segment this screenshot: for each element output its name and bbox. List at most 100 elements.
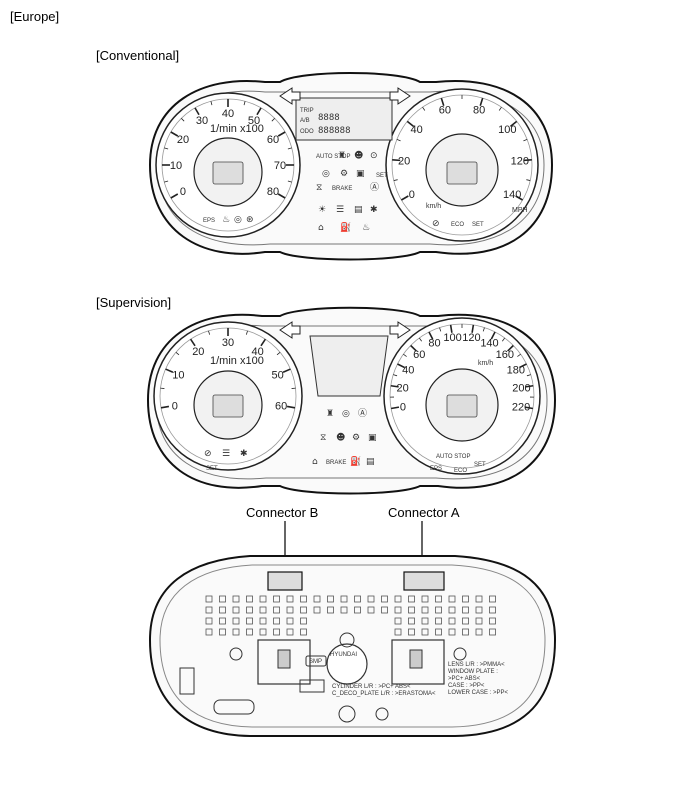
rear-brand: HYUNDAI — [330, 652, 357, 658]
temp-icon: ♨ — [362, 223, 370, 233]
rear-socket-left — [257, 639, 311, 685]
supervision-label: [Supervision] — [96, 295, 172, 310]
tpms-icon: ◎ — [322, 169, 330, 179]
sup-right-eco: ECO — [454, 468, 467, 474]
sup-battery-icon: ▤ — [366, 457, 375, 467]
sup-airbag-icon: ☻ — [336, 432, 345, 443]
rear-marking-line: LOWER CASE : >PP< — [448, 690, 509, 696]
sup-seatbelt-icon: ♜ — [326, 409, 334, 419]
conv-tach-tick-label: 10 — [170, 160, 182, 172]
sup-speed-tick-label: 40 — [402, 364, 414, 376]
conventional-speed-unit: MPH — [512, 207, 528, 214]
set-icon: SET — [376, 173, 388, 179]
sup-door-icon: ▣ — [368, 433, 377, 443]
conv-left-tpms-icon: ◎ — [234, 215, 242, 225]
sup-speed-tick-label: 60 — [413, 349, 425, 361]
conv-left-car-icon: ⊛ — [246, 215, 254, 225]
conv-speed-tick-label: 20 — [398, 156, 410, 168]
airbag-icon: ☻ — [354, 150, 363, 161]
left-turn-arrow-icon — [279, 87, 301, 105]
rear-marking-line: WINDOW PLATE : — [448, 669, 498, 675]
sup-speed-tick-label: 200 — [512, 382, 530, 394]
conventional-telltales: AUTO STOP BRAKE SET ♜ ☻ ⊙ ◎ ⚙ ▣ Ⓐ ⧖ ☀ ☰ … — [316, 150, 388, 233]
fog-icon: ✱ — [370, 205, 378, 215]
sup-left-set: SET — [206, 466, 218, 472]
conv-speed-tick-label: 40 — [411, 124, 423, 136]
sup-speed-tick-label: 0 — [400, 401, 406, 413]
sup-left-turn-arrow-icon — [279, 321, 301, 339]
conv-left-eps: EPS — [203, 218, 215, 224]
sup-esc-icon: ⧖ — [320, 433, 326, 443]
rear-vent-grid — [205, 595, 496, 636]
conventional-tach-unit: 1/min x100 — [210, 123, 264, 135]
supervision-speed-unit: km/h — [478, 360, 493, 367]
sup-left-highbeam-icon: ☰ — [222, 449, 230, 459]
cruise-icon: ⊙ — [370, 151, 378, 161]
sup-speed-tick-label: 80 — [428, 338, 440, 350]
sup-tach-tick-label: 50 — [271, 370, 283, 382]
sup-speed-tick-label: 180 — [507, 364, 525, 376]
lcd-odo-digits: 888888 — [318, 126, 351, 136]
rear-marking-line: LENS L/R : >PMMA< — [448, 662, 505, 668]
conv-left-temp-icon: ♨ — [222, 215, 230, 225]
rear-tag: SMP — [309, 659, 322, 665]
sup-abs-icon: Ⓐ — [358, 408, 367, 419]
sup-speed-tick-label: 160 — [496, 349, 514, 361]
sup-speed-tick-label: 220 — [512, 401, 530, 413]
conventional-speed-inner-unit: km/h — [426, 203, 441, 210]
sup-speed-tick-label: 120 — [462, 332, 480, 344]
connector-a — [403, 571, 445, 591]
conv-tach-tick-label: 30 — [196, 115, 208, 127]
conv-tach-tick-label: 60 — [267, 134, 279, 146]
sup-brake-icon: BRAKE — [326, 460, 346, 466]
sup-tach-tick-label: 30 — [222, 337, 234, 349]
brake-icon: BRAKE — [332, 186, 352, 192]
sup-speed-tick-label: 140 — [480, 338, 498, 350]
headlight-icon: ☀ — [318, 205, 326, 215]
rear-bottom-boss — [338, 705, 356, 723]
auto-stop-icon: AUTO STOP — [316, 154, 350, 160]
oil-icon: ⌂ — [318, 223, 324, 233]
lcd-odo: ODO — [300, 129, 314, 135]
rear-cluster: HYUNDAI SMP LENS L/R : >PMMA<WINDOW PLAT… — [148, 521, 557, 737]
seatbelt-icon: ♜ — [338, 151, 346, 161]
conventional-lcd — [295, 97, 393, 141]
region-label: [Europe] — [10, 9, 60, 24]
sup-tach-tick-label: 10 — [172, 370, 184, 382]
connector-b-label: Connector B — [246, 505, 319, 520]
right-turn-arrow-icon — [389, 87, 411, 105]
sup-tpms-icon: ◎ — [342, 409, 350, 419]
fuel-icon: ⛽ — [340, 221, 351, 233]
sup-auto-stop-icon: AUTO STOP — [436, 454, 470, 460]
conv-speed-tick-label: 60 — [439, 105, 451, 117]
lcd-ab: A/B — [300, 118, 310, 124]
sup-tach-tick-label: 40 — [252, 346, 264, 358]
sup-tach-tick-label: 20 — [192, 346, 204, 358]
conv-right-steering-icon: ⊘ — [432, 219, 440, 229]
highbeam-icon: ☰ — [336, 205, 344, 215]
conv-right-eco: ECO — [451, 222, 464, 228]
rear-marking-bottom-line: C_DECO_PLATE L/R : >ERASTOMA< — [332, 691, 436, 697]
lcd-trip: TRIP — [300, 108, 314, 114]
hyundai-logo-icon — [339, 632, 355, 648]
conv-right-set: SET — [472, 222, 484, 228]
rear-material-marking: LENS L/R : >PMMA<WINDOW PLATE : >PC+ ABS… — [332, 662, 509, 697]
lcd-digits: 8888 — [318, 113, 340, 123]
conv-tach-tick-label: 80 — [267, 186, 279, 198]
rear-socket-right — [391, 639, 445, 685]
sup-fuel-icon: ⛽ — [350, 455, 361, 467]
sup-set-icon: SET — [474, 462, 486, 468]
sup-right-eps: EPS — [430, 466, 442, 472]
conventional-label: [Conventional] — [96, 48, 180, 63]
sup-left-steering-icon: ⊘ — [204, 449, 212, 459]
door-icon: ▣ — [356, 169, 365, 179]
sup-right-turn-arrow-icon — [389, 321, 411, 339]
rear-marking-bottom-line: CYLINDER L/R : >PC+ ABS< — [332, 684, 411, 690]
sup-left-fog-icon: ✱ — [240, 449, 248, 459]
connector-a-label: Connector A — [388, 505, 460, 520]
conv-tach-tick-label: 70 — [274, 160, 286, 172]
conv-tach-tick-label: 50 — [248, 115, 260, 127]
esc-icon: ⧖ — [316, 183, 322, 193]
